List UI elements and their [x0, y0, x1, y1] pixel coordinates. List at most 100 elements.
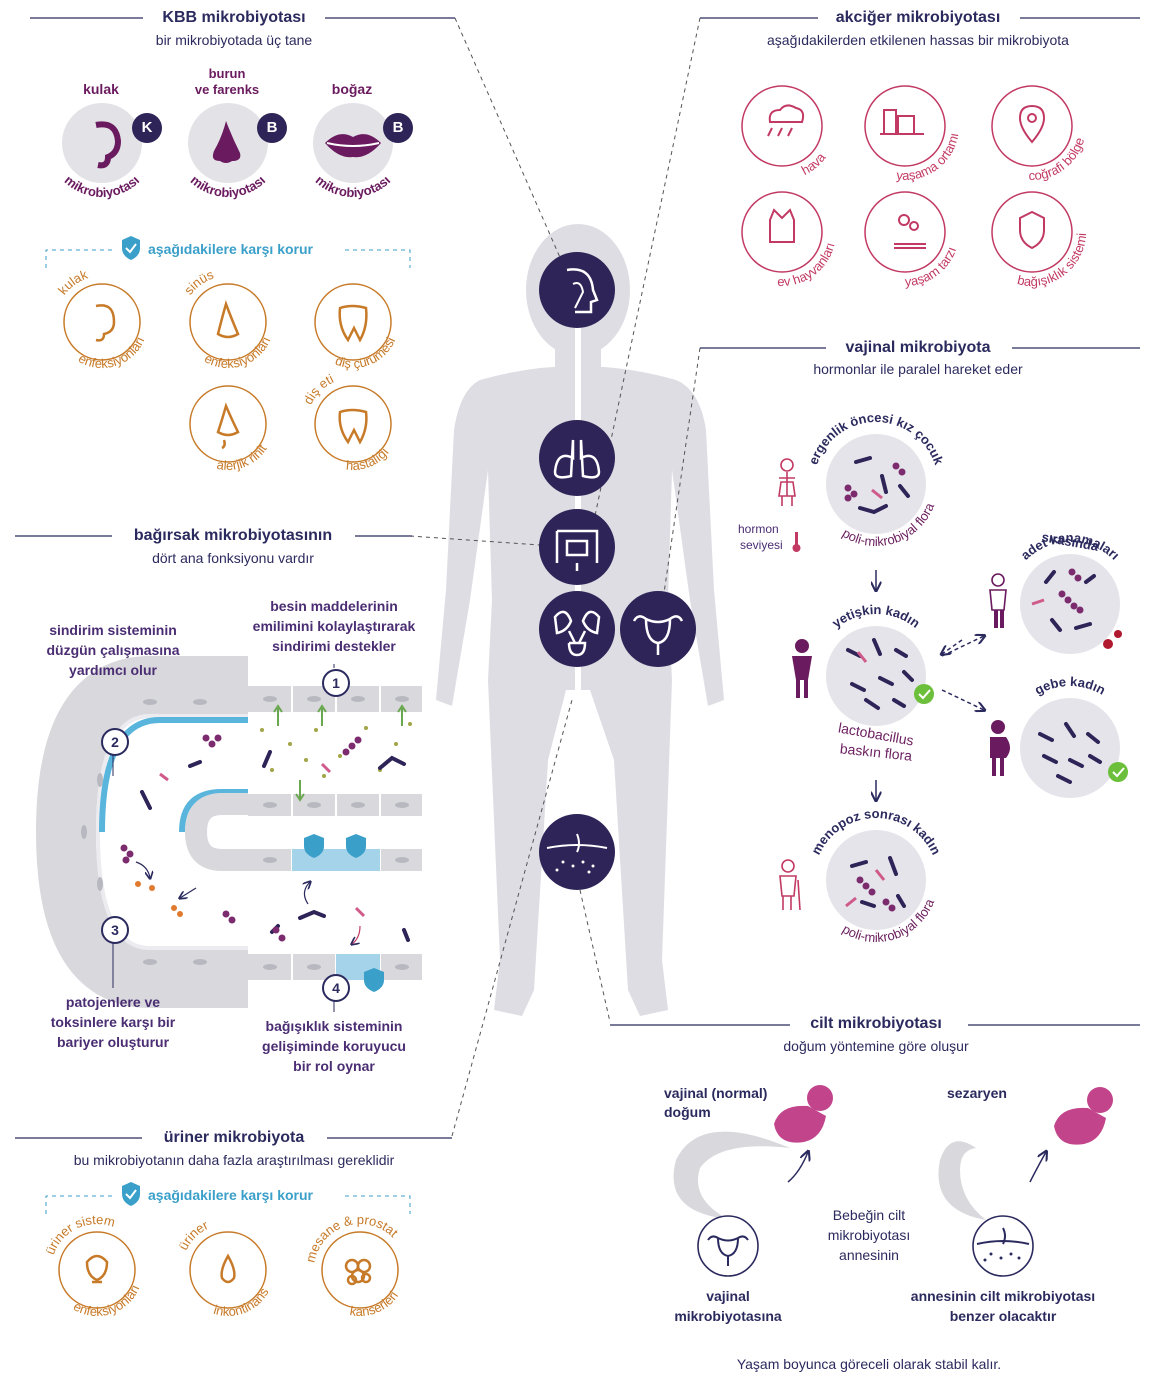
svg-text:yaşam tarzı: yaşam tarzı	[904, 245, 959, 289]
uterus-icon	[620, 591, 696, 667]
urinary-protects-label: aşağıdakilere karşı korur	[148, 1187, 313, 1203]
baby-icon	[774, 1085, 1113, 1145]
vaginal-subtitle: hormonlar ile paralel hareket eder	[813, 361, 1023, 377]
svg-text:enfeksiyonları: enfeksiyonları	[202, 334, 273, 371]
svg-text:enfeksiyonları: enfeksiyonları	[71, 1282, 142, 1319]
gut-function-3-line-3: bariyer oluşturur	[56, 1034, 170, 1050]
svg-text:kulak: kulak	[55, 267, 90, 298]
cond-2-bottom: enfeksiyonları	[202, 334, 273, 371]
ent-organ-top-3: boğaz	[331, 81, 373, 97]
cond-3-bottom: diş çürümesi	[333, 335, 398, 371]
vaginal-title: vajinal mikrobiyota	[845, 339, 991, 356]
ent-organ-top-2: burun	[208, 66, 246, 81]
ent-protects-label: aşağıdakilere karşı korur	[148, 241, 313, 257]
svg-text:coğrafi bölge: coğrafi bölge	[1029, 136, 1088, 183]
gut-function-1-line-2: emilimini kolaylaştırarak	[252, 618, 416, 634]
gut-function-1: besin maddelerinin emilimini kolaylaştır…	[229, 596, 439, 656]
gut-function-4-line-1: bağışıklık sisteminin	[265, 1018, 403, 1034]
svg-text:gebe kadın: gebe kadın	[1032, 674, 1108, 698]
gut-number-1: 1	[322, 669, 350, 697]
svg-text:ev hayvanları: ev hayvanları	[777, 241, 837, 289]
svg-text:üriner: üriner	[175, 1217, 211, 1253]
ent-organ-top-1: kulak	[83, 81, 119, 97]
gut-number-3: 3	[101, 916, 129, 944]
svg-text:mesane & prostat: mesane & prostat	[303, 1212, 402, 1264]
gut-function-3: patojenlere ve toksinlere karşı bir bari…	[18, 992, 208, 1052]
skin-left-result-line-2: mikrobiyotasına	[674, 1308, 782, 1324]
lung-subtitle: aşağıdakilerden etkilenen hassas bir mik…	[767, 32, 1069, 48]
factor-3: coğrafi bölge	[1029, 136, 1088, 183]
head-icon	[539, 252, 615, 328]
body-organ-icons	[539, 252, 696, 890]
lung-factor-rings	[741, 85, 1073, 273]
connector-lines	[409, 17, 701, 1137]
urinary-title: üriner mikrobiyota	[163, 1129, 305, 1146]
gut-function-1-line-3: sindirimi destekler	[272, 638, 396, 654]
girl-figure	[778, 458, 796, 506]
gut-number-4: 4	[322, 974, 350, 1002]
svg-text:enfeksiyonları: enfeksiyonları	[76, 334, 147, 371]
svg-text:diş çürümesi: diş çürümesi	[333, 335, 398, 371]
svg-text:sinüs: sinüs	[181, 267, 216, 298]
adult-woman-figure	[792, 639, 812, 698]
svg-text:üriner sistem: üriner sistem	[42, 1212, 117, 1257]
gut-function-4-line-2: gelişiminde koruyucu	[262, 1038, 406, 1054]
svg-text:hava: hava	[799, 149, 829, 178]
gut-function-2: sindirim sisteminin düzgün çalışmasına y…	[18, 620, 208, 680]
svg-text:bağışıklık sistemi: bağışıklık sistemi	[1016, 233, 1089, 290]
skin-middle-line-1: Bebeğin cilt	[832, 1207, 906, 1223]
shield-check-icon	[122, 236, 140, 260]
vaginal-birth-label-2: doğum	[664, 1104, 711, 1120]
ent-badge-3: B	[392, 119, 404, 136]
ent-protects-box	[45, 249, 411, 268]
ucond-1-bottom: enfeksiyonları	[71, 1282, 142, 1319]
skin-subtitle: doğum yöntemine göre oluşur	[783, 1038, 969, 1054]
factor-5: yaşam tarzı	[904, 245, 959, 289]
cesarean-label: sezaryen	[947, 1085, 1007, 1101]
cond-5-top: diş eti	[300, 371, 336, 407]
ucond-3-bottom: kanserleri	[349, 1288, 401, 1319]
ent-badge-2: B	[266, 119, 278, 136]
factor-2: yaşama ortamı	[896, 132, 962, 183]
ent-organ-circles	[62, 103, 413, 183]
elderly-figure	[779, 859, 801, 911]
svg-text:hastalığı: hastalığı	[346, 444, 392, 473]
ent-badge-1: K	[141, 119, 153, 136]
gut-diagram	[35, 656, 422, 1012]
gut-function-3-line-2: toksinlere karşı bir	[50, 1014, 176, 1030]
gut-function-3-line-1: patojenlere ve	[65, 994, 161, 1010]
cond-1-top: kulak	[55, 267, 90, 298]
ucond-1-top: üriner sistem	[42, 1212, 117, 1257]
intestine-icon	[539, 509, 615, 585]
lungs-icon	[539, 420, 615, 496]
hormone-label-2: seviyesi	[740, 538, 783, 552]
kidney-icon	[539, 591, 615, 667]
ent-organ-top-2b: ve farenks	[194, 82, 260, 97]
skin-footer: Yaşam boyunca göreceli olarak stabil kal…	[736, 1356, 1002, 1372]
skin-middle-line-2: mikrobiyotası	[827, 1227, 911, 1243]
skin-right-result-line-1: annesinin cilt mikrobiyotası	[910, 1288, 1096, 1304]
shield-check-icon-2	[122, 1182, 140, 1206]
vaginal-flora-diagram	[778, 434, 1128, 930]
cond-5-bottom: hastalığı	[346, 444, 392, 473]
gut-subtitle: dört ana fonksiyonu vardır	[152, 550, 314, 566]
header-rules	[15, 17, 1140, 1139]
ucond-2-bottom: inkontinans	[212, 1285, 272, 1320]
gut-function-2-line-1: sindirim sisteminin	[49, 622, 177, 638]
skin-left-result-line-1: vajinal	[706, 1288, 750, 1304]
gut-number-2: 2	[101, 728, 129, 756]
factor-1: hava	[799, 149, 829, 178]
hormone-label-1: hormon	[738, 522, 779, 536]
svg-text:inkontinans: inkontinans	[212, 1285, 272, 1320]
pregnant-figure	[990, 720, 1010, 776]
hormone-thermometer	[792, 532, 801, 552]
ent-title: KBB mikrobiyotası	[162, 9, 306, 26]
vaginal-birth-label-1: vajinal (normal)	[664, 1085, 768, 1101]
urinary-subtitle: bu mikrobiyotanın daha fazla araştırılma…	[73, 1152, 395, 1168]
skin-icon	[539, 814, 615, 890]
svg-text:diş eti: diş eti	[300, 371, 336, 407]
birth-diagram	[673, 1085, 1113, 1277]
skin-right-result-line-2: benzer olacaktır	[949, 1308, 1057, 1324]
svg-text:yaşama ortamı: yaşama ortamı	[896, 132, 962, 183]
